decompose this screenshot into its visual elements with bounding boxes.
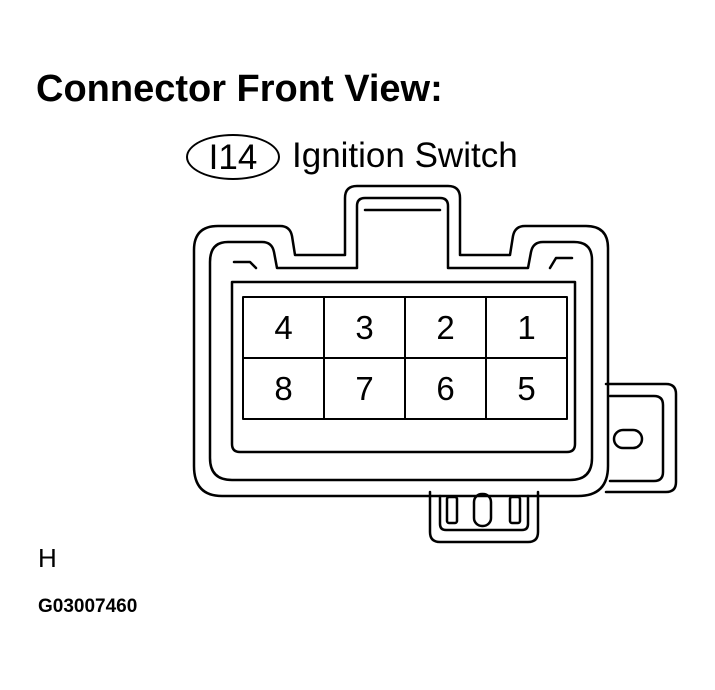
pin-label: 8 <box>274 370 293 407</box>
ground-mark: H <box>38 543 57 573</box>
pin-label: 4 <box>274 309 293 346</box>
connector-code-oval: I14 <box>186 134 280 180</box>
pin-label: 7 <box>355 370 374 407</box>
figure-id: G03007460 <box>38 596 138 617</box>
notch-right <box>548 256 574 270</box>
pin-label: 1 <box>517 309 536 346</box>
pin-label: 5 <box>517 370 536 407</box>
bottom-tab-slot-center <box>472 492 493 528</box>
housing-outer <box>192 184 610 498</box>
side-latch-outer <box>604 382 678 494</box>
cavity-frame <box>230 280 577 454</box>
side-latch-inner <box>608 394 665 483</box>
notch-left <box>232 260 258 270</box>
pin-label: 3 <box>355 309 374 346</box>
pin-label: 6 <box>436 370 455 407</box>
connector-code: I14 <box>208 137 258 177</box>
side-latch-slot <box>612 428 644 450</box>
housing-inner <box>208 196 594 482</box>
pin-label: 2 <box>436 309 455 346</box>
bottom-tab-outer <box>428 490 540 544</box>
bottom-tab-slot-left <box>445 495 459 525</box>
diagram-heading: Connector Front View: <box>36 68 443 110</box>
component-name: Ignition Switch <box>292 136 518 175</box>
bottom-tab-inner <box>438 494 530 532</box>
bottom-tab-slot-right <box>508 495 522 525</box>
